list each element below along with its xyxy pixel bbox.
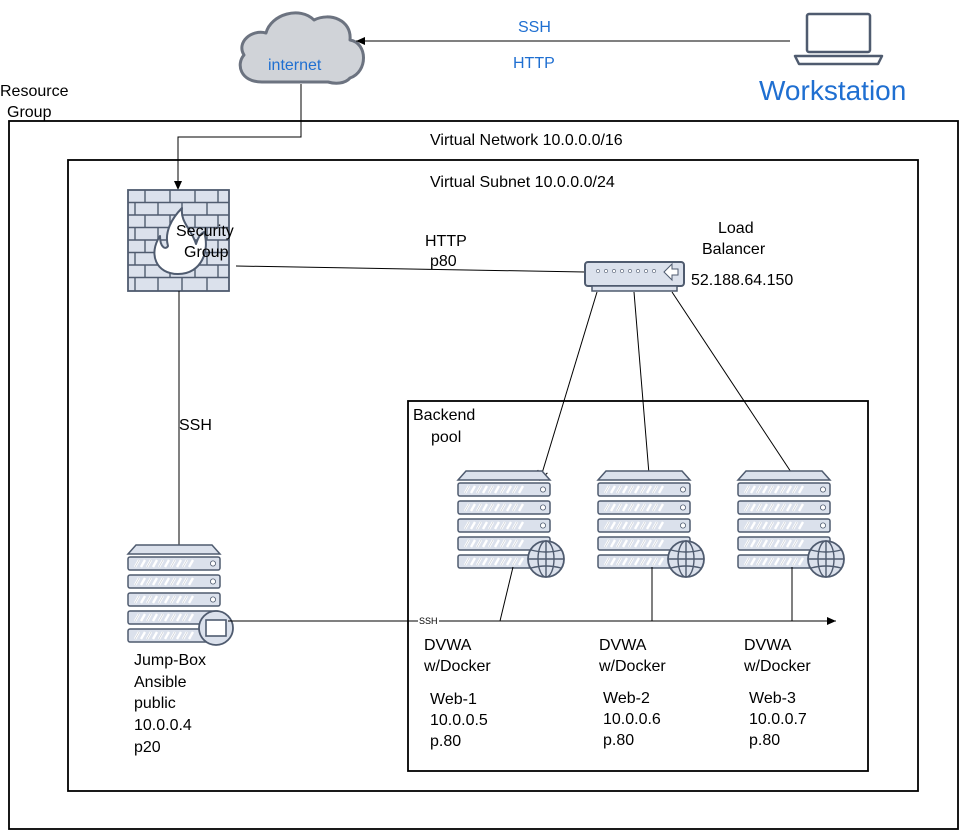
top-ssh-label: SSH (518, 19, 551, 36)
web3-port: p.80 (749, 732, 781, 749)
web2-ip: 10.0.0.6 (603, 711, 661, 728)
workstation-label: Workstation (759, 75, 907, 106)
web1-ip: 10.0.0.5 (430, 712, 488, 729)
jumpbox-ip: 10.0.0.4 (134, 717, 192, 734)
lb-to-web3-edge (671, 291, 792, 473)
bus-to-web1-edge (499, 566, 514, 622)
web3-app-sub-label: w/Docker (744, 658, 811, 675)
load-balancer-ip: 52.188.64.150 (691, 272, 794, 289)
firewall-icon (127, 189, 230, 292)
jumpbox-role: Ansible (134, 674, 187, 691)
sg-lb-port-label: p80 (430, 253, 457, 270)
web1-app-sub-label: w/Docker (424, 658, 491, 675)
jumpbox-server-icon (128, 545, 234, 646)
sg-jumpbox-ssh-label: SSH (179, 417, 212, 434)
backend-pool-label-2: pool (431, 429, 462, 446)
internet-to-security-group-edge (174, 84, 302, 190)
web3-app-label: DVWA (744, 637, 792, 654)
resource-group-boundary (8, 120, 959, 830)
load-balancer-icon (584, 261, 685, 292)
top-http-label: HTTP (513, 55, 555, 72)
resource-group-label-2: Group (7, 104, 52, 121)
web2-app-label: DVWA (599, 637, 647, 654)
web2-server-icon (598, 471, 705, 578)
jumpbox-port: p20 (134, 739, 161, 756)
security-group-label-2: Group (184, 244, 229, 261)
web3-ip: 10.0.0.7 (749, 711, 807, 728)
backend-pool-label-1: Backend (413, 407, 476, 424)
web2-port: p.80 (603, 732, 635, 749)
web3-name: Web-3 (749, 690, 796, 707)
subnet-label: Virtual Subnet 10.0.0.0/24 (430, 174, 615, 191)
security-group-label-1: Security (176, 223, 234, 240)
backend-pool-boundary (407, 400, 869, 772)
load-balancer-label-2: Balancer (702, 241, 766, 258)
jumpbox-access: public (134, 695, 176, 712)
internet-cloud-icon (238, 11, 365, 85)
ssh-bus-label: SSH (418, 616, 439, 626)
lb-to-web1-edge (537, 291, 598, 481)
load-balancer-label-1: Load (718, 220, 754, 237)
web1-app-label: DVWA (424, 637, 472, 654)
security-group-to-lb-edge (235, 265, 586, 273)
web2-app-sub-label: w/Docker (599, 658, 666, 675)
web1-name: Web-1 (430, 691, 477, 708)
virtual-network-boundary (67, 159, 919, 792)
internet-label: internet (268, 57, 322, 74)
web1-server-icon (458, 471, 565, 578)
jumpbox-name: Jump-Box (134, 652, 207, 669)
web2-name: Web-2 (603, 690, 650, 707)
resource-group-label-1: Resource (0, 83, 69, 100)
web1-port: p.80 (430, 733, 462, 750)
laptop-icon (793, 12, 884, 66)
web3-server-icon (738, 471, 845, 578)
sg-lb-http-label: HTTP (425, 233, 467, 250)
vnet-label: Virtual Network 10.0.0.0/16 (430, 132, 623, 149)
lb-to-web2-edge (633, 291, 650, 475)
